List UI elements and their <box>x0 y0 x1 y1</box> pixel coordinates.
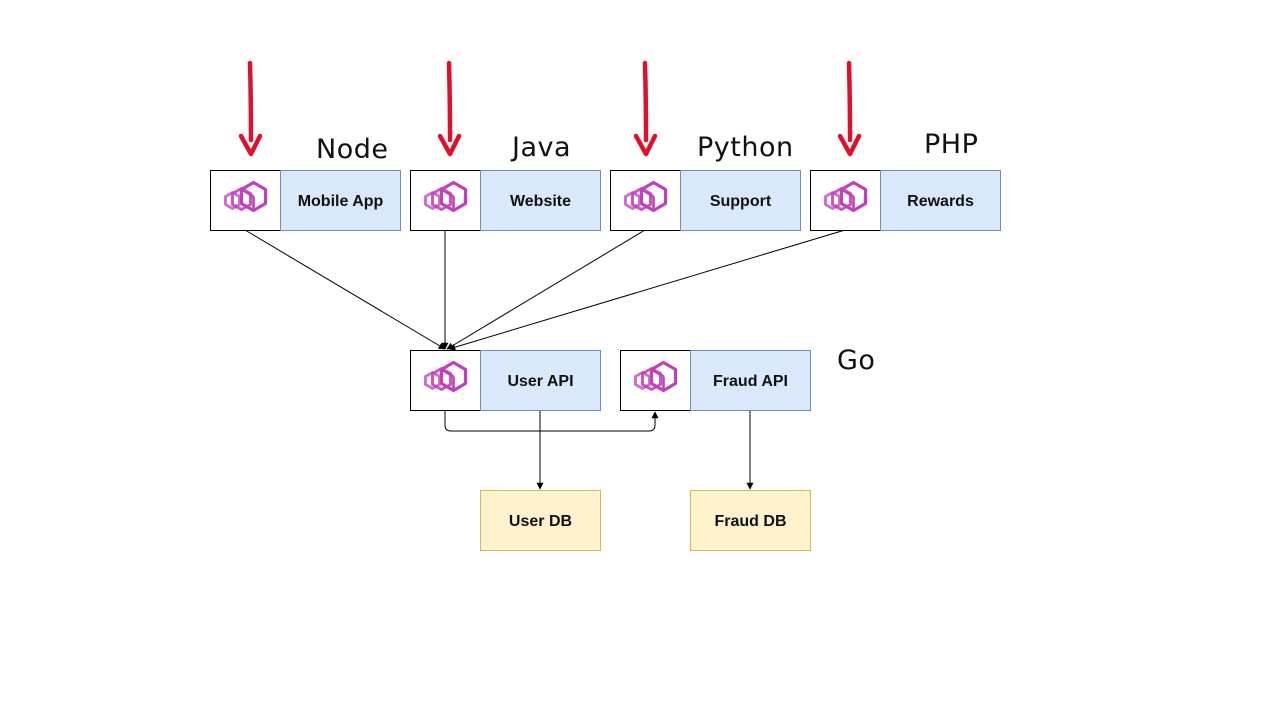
language-label-python: Python <box>697 132 794 163</box>
database-user-db[interactable]: User DB <box>480 490 601 551</box>
connector-user-api-to-fraud-api <box>444 410 659 432</box>
pointer-arrow-rewards <box>837 60 862 157</box>
connector-mobile-app-to-user-api <box>244 229 446 350</box>
language-label-php: PHP <box>924 129 978 160</box>
language-label-go: Go <box>837 345 875 376</box>
language-label-node: Node <box>316 134 388 165</box>
database-fraud-db[interactable]: Fraud DB <box>690 490 811 551</box>
language-label-java: Java <box>510 132 571 163</box>
service-fraud-api[interactable]: Fraud API <box>620 350 811 411</box>
service-user-api[interactable]: User API <box>410 350 601 411</box>
service-label-support: Support <box>710 193 772 210</box>
service-rewards[interactable]: Rewards <box>810 170 1001 231</box>
service-mobile-app[interactable]: Mobile App <box>210 170 401 231</box>
service-label-fraud-api: Fraud API <box>713 373 788 390</box>
pointer-arrow-mobile-app <box>238 60 263 157</box>
service-label-mobile-app: Mobile App <box>298 193 384 210</box>
service-website[interactable]: Website <box>410 170 601 231</box>
connector-support-to-user-api <box>446 229 646 350</box>
pointer-arrows <box>238 60 862 157</box>
database-label-user-db: User DB <box>509 513 572 530</box>
connector-rewards-to-user-api <box>448 229 846 351</box>
service-support[interactable]: Support <box>610 170 801 231</box>
service-label-website: Website <box>510 193 571 210</box>
database-label-fraud-db: Fraud DB <box>715 513 787 530</box>
service-label-user-api: User API <box>507 373 573 390</box>
pointer-arrow-support <box>633 60 658 157</box>
connectors <box>244 229 846 490</box>
service-label-rewards: Rewards <box>907 193 974 210</box>
pointer-arrow-website <box>437 60 462 157</box>
